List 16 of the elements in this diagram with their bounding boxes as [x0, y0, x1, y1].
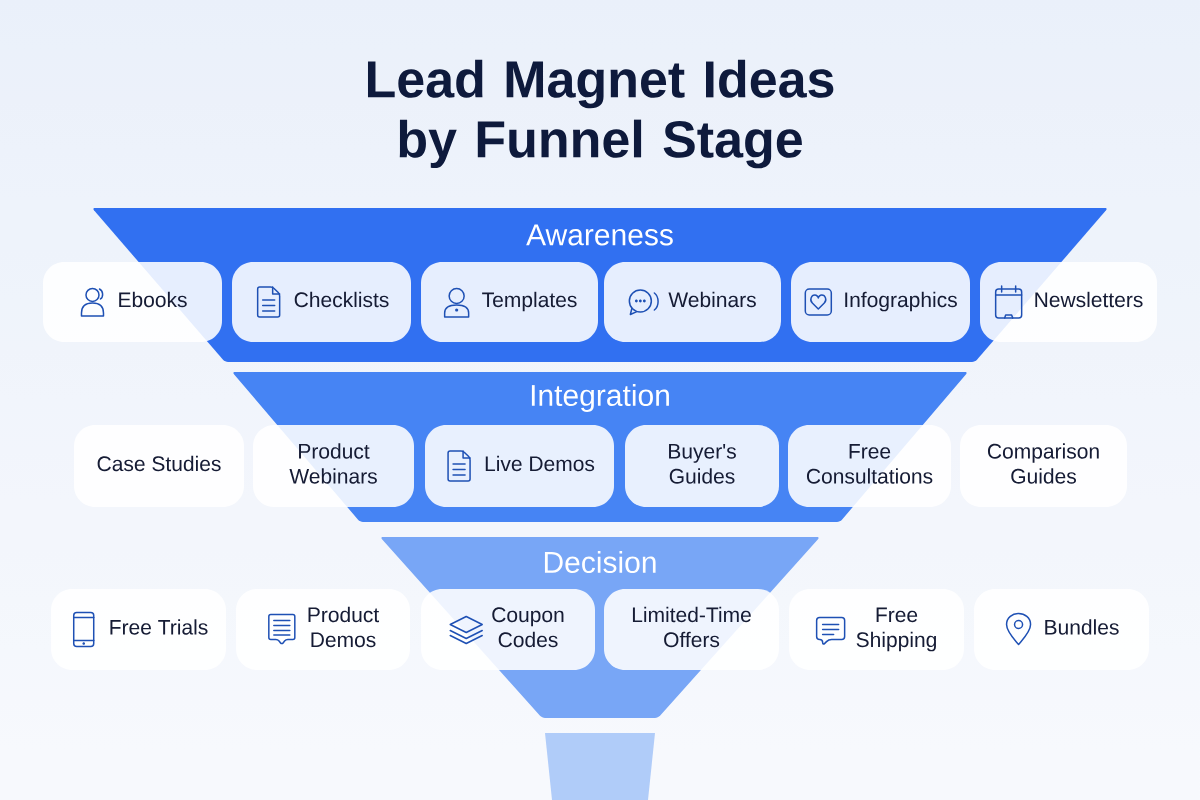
- idea-card: Comparison Guides: [960, 425, 1127, 507]
- idea-card: Ebooks: [43, 262, 222, 342]
- idea-card: Webinars: [604, 262, 781, 342]
- idea-card: Free Shipping: [789, 589, 964, 670]
- idea-card: Checklists: [232, 262, 411, 342]
- idea-card: Case Studies: [74, 425, 244, 507]
- title: Lead Magnet Ideas by Funnel Stage: [368, 59, 834, 169]
- funnel-stem: [545, 733, 655, 800]
- idea-card: Infographics: [791, 262, 970, 342]
- idea-card: Templates: [421, 262, 598, 342]
- idea-card: Live Demos: [425, 425, 614, 507]
- idea-card: Free Trials: [51, 589, 226, 670]
- idea-card: Buyer's Guides: [625, 425, 779, 507]
- idea-card: Bundles: [974, 589, 1149, 670]
- idea-card: Product Demos: [236, 589, 410, 670]
- idea-card: Newsletters: [980, 262, 1157, 342]
